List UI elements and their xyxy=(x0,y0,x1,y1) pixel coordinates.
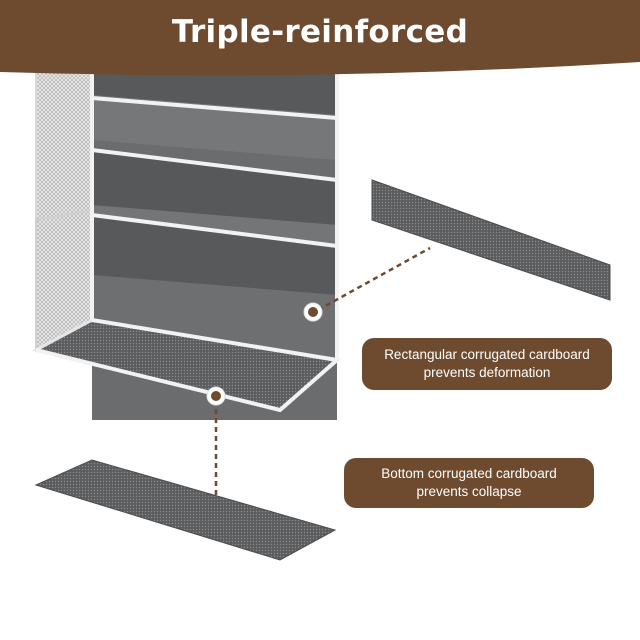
callout-2-line-2: prevents collapse xyxy=(416,484,522,499)
marker-dot-2 xyxy=(206,386,226,406)
callout-1-line-1: Rectangular corrugated cardboard xyxy=(384,347,590,362)
page-title: Triple-reinforced xyxy=(171,14,469,50)
side-cardboard-panel xyxy=(371,179,611,301)
marker-dot-1 xyxy=(303,302,323,322)
title-banner xyxy=(0,0,640,76)
bottom-cardboard-panel xyxy=(34,459,337,561)
callout-2-line-1: Bottom corrugated cardboard xyxy=(381,466,557,481)
callout-1-line-2: prevents deformation xyxy=(423,365,551,380)
callout-bottom-cardboard: Bottom corrugated cardboard prevents col… xyxy=(344,458,594,508)
organizer-body xyxy=(31,59,341,420)
callout-rectangular-cardboard: Rectangular corrugated cardboard prevent… xyxy=(362,338,612,390)
connector-line-1 xyxy=(317,246,431,312)
